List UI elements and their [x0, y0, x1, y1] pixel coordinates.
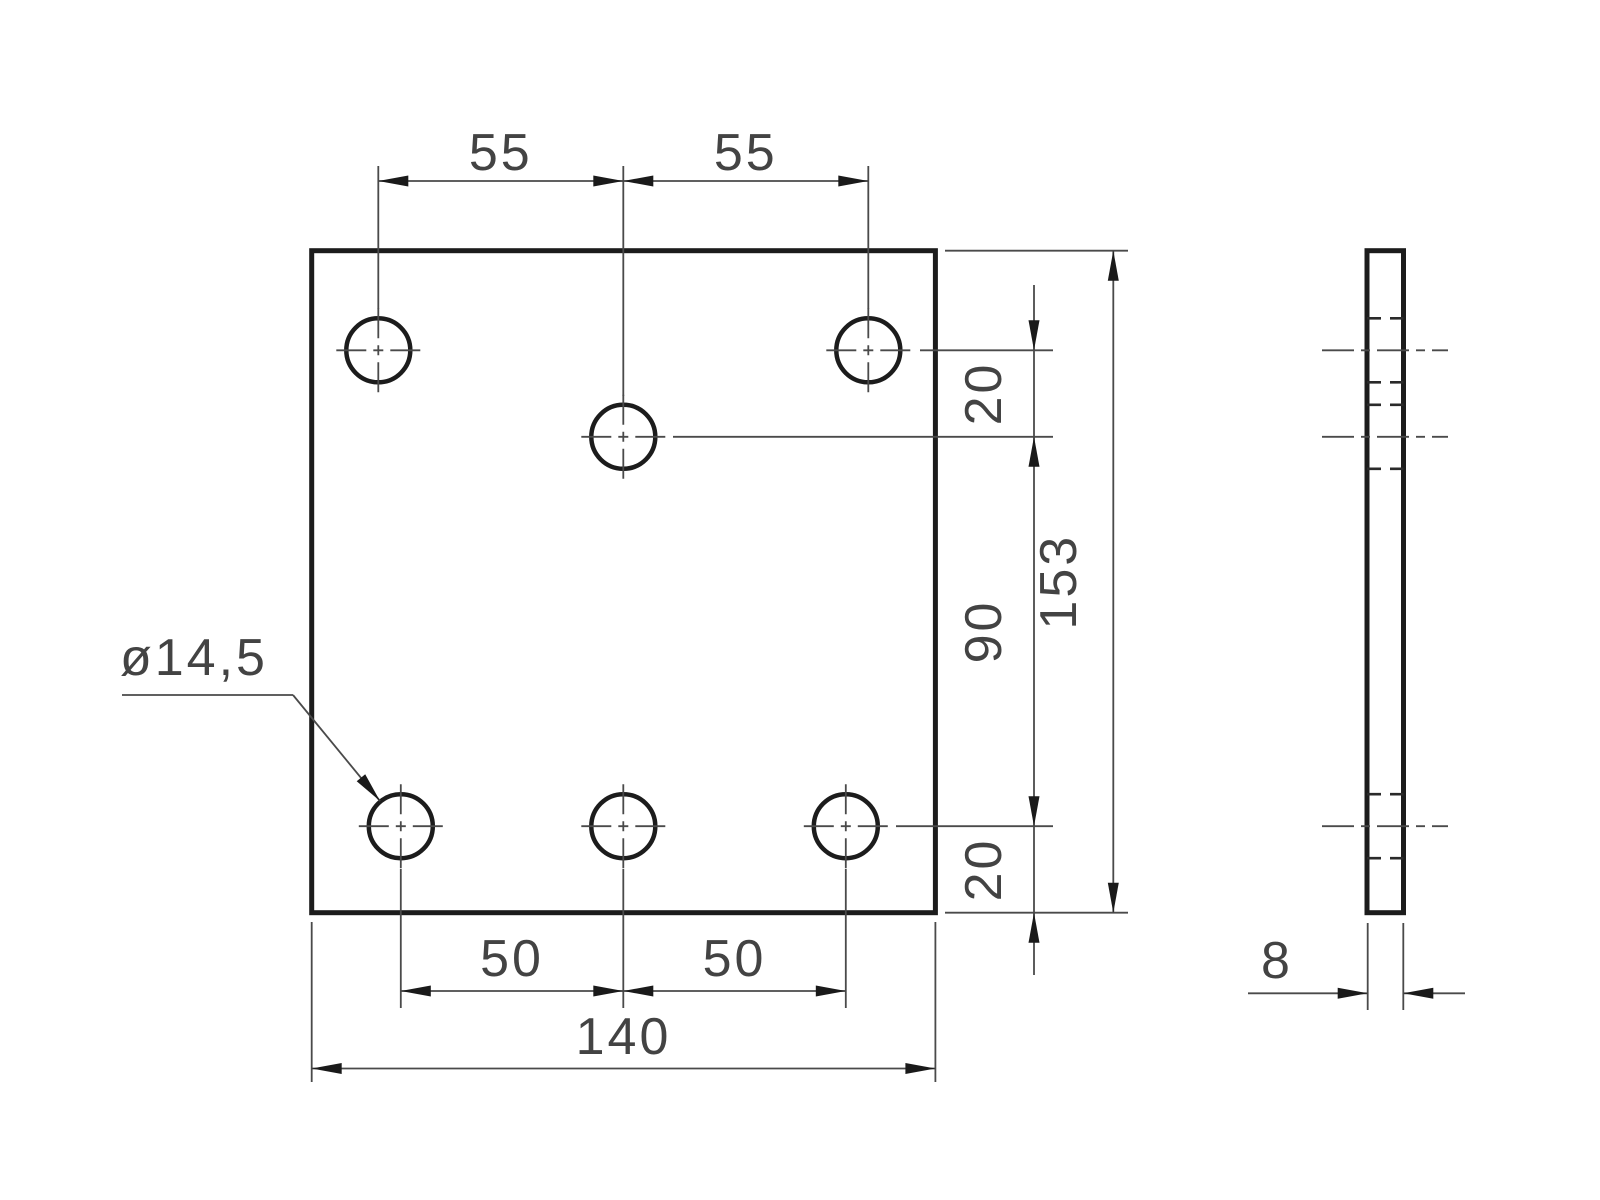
dim-label-offset-top: 20	[955, 362, 1013, 426]
hole-top-left	[336, 308, 421, 393]
hole-bottom-left	[358, 784, 443, 869]
dim-label-overall-height: 153	[1030, 534, 1088, 630]
dim-label-hole-diameter: ø14,5	[120, 629, 268, 687]
hole-top-right	[826, 308, 911, 393]
dim-thickness: 8	[1248, 923, 1465, 1010]
dim-label-row-spacing: 90	[955, 600, 1013, 664]
dim-label-overall-width: 140	[576, 1008, 672, 1066]
dim-label-thickness: 8	[1261, 932, 1293, 990]
dim-top-hole-spacing: 55 55	[377, 124, 870, 396]
dim-right-column: 20 90 20 153	[673, 249, 1128, 975]
dim-label-bottom-left: 50	[480, 930, 544, 988]
hole-bottom-center	[581, 784, 666, 869]
hole-bottom-right	[803, 784, 888, 869]
dim-label-top-right: 55	[714, 124, 778, 182]
side-outline	[1364, 248, 1406, 916]
dim-label-top-left: 55	[469, 124, 533, 182]
dim-label-offset-bottom: 20	[955, 838, 1013, 902]
hole-center	[581, 394, 666, 479]
hole-diameter-callout: ø14,5	[120, 629, 381, 802]
side-view	[1322, 248, 1448, 916]
dim-bottom: 50 50 140	[310, 869, 937, 1082]
dim-label-bottom-right: 50	[703, 930, 767, 988]
leader-arrow	[356, 774, 380, 801]
